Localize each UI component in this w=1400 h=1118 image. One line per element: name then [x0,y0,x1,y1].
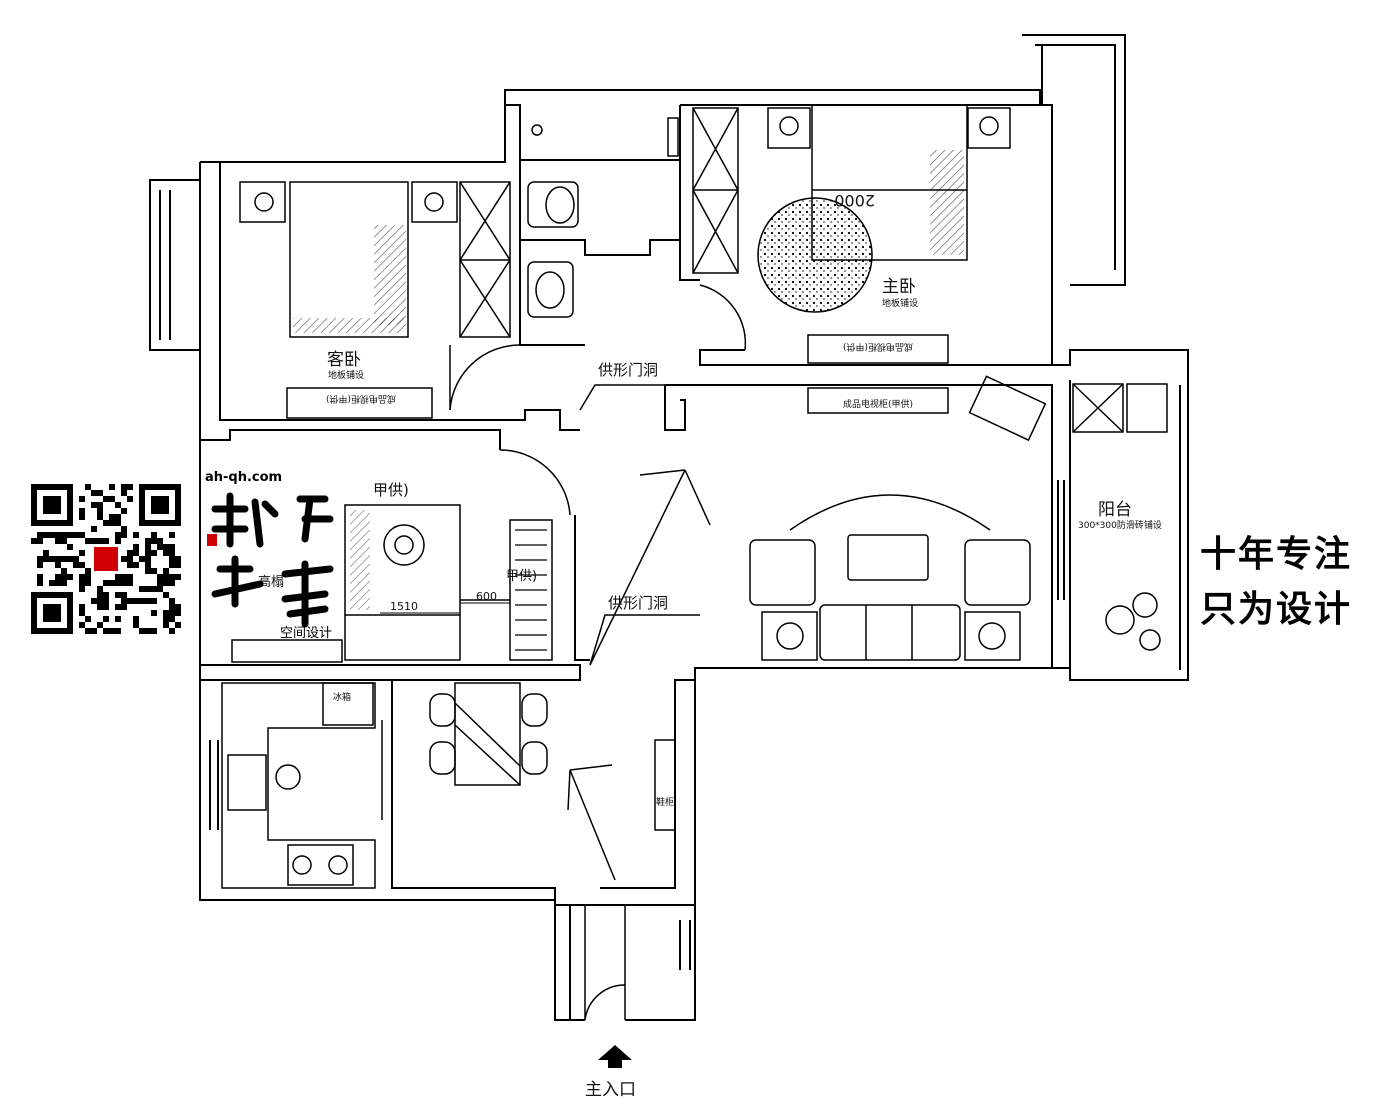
guest-tv-cabinet-label: 成品电视柜(甲供) [326,393,396,405]
guest-floor-label: 地板铺设 [328,369,364,381]
tatami-label: 高榻 [258,574,284,590]
qr-code-icon [31,484,181,634]
dimension-600: 600 [476,590,497,603]
brand-logo-icon [207,492,334,628]
arch-top-label: 供形门洞 [598,361,658,379]
slogan-line-1: 十年专注 [1200,534,1353,575]
website-url: ah-qh.com [205,470,283,485]
balcony-floor-label: 300*300防滑砖铺设 [1078,519,1162,531]
supply-b-label: 甲供) [506,569,537,584]
master-bedroom-label: 主卧 [882,277,916,297]
dimension-1510: 1510 [390,600,418,613]
arch-middle-label: 供形门洞 [608,594,668,612]
fridge-label: 冰箱 [333,691,351,703]
bed-mark: 2000 [834,191,875,210]
logo-subtitle: 空间设计 [280,626,333,641]
guest-bedroom-label: 客卧 [327,350,361,370]
shoe-cabinet-label: 鞋柜 [656,796,674,808]
balcony-label: 阳台 [1098,500,1132,520]
tv-cabinet-label: 成品电视柜(甲供) [843,398,913,410]
main-entrance-label: 主入口 [585,1080,636,1100]
master-tv-cabinet-label: 成品电视柜(甲供) [843,341,913,353]
outer-wall [200,89,1189,1021]
master-floor-label: 地板铺设 [882,297,918,309]
supply-a-label: 甲供) [373,481,409,499]
slogan-line-2: 只为设计 [1200,589,1353,630]
entry-arrow-icon [598,1045,632,1068]
